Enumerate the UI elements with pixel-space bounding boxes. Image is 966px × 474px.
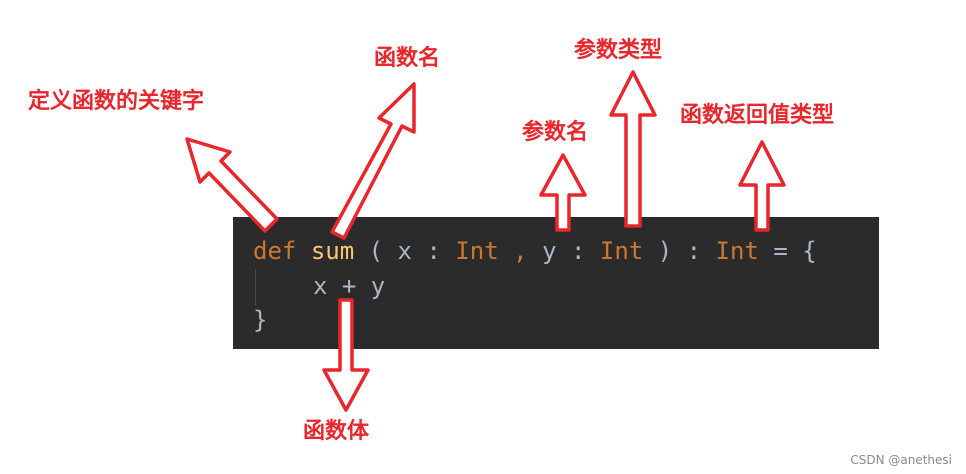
arrow-param-type bbox=[609, 70, 657, 228]
token-close-paren: ) bbox=[657, 237, 673, 265]
token-return-type: Int bbox=[715, 237, 759, 265]
label-param-type: 参数类型 bbox=[574, 38, 663, 63]
token-colon: : bbox=[686, 237, 702, 265]
token-equals: = bbox=[773, 237, 788, 265]
label-function-name: 函数名 bbox=[374, 46, 441, 71]
token-param-y: y bbox=[542, 237, 557, 265]
token-open-paren: ( bbox=[368, 237, 384, 265]
token-param-type-y: Int bbox=[599, 237, 644, 265]
arrow-function-name bbox=[330, 82, 416, 240]
label-param-name: 参数名 bbox=[522, 120, 589, 145]
token-colon: : bbox=[570, 237, 586, 265]
token-colon: : bbox=[426, 237, 441, 265]
label-define-keyword: 定义函数的关键字 bbox=[28, 89, 205, 114]
token-def: def bbox=[253, 237, 297, 265]
token-function-name: sum bbox=[310, 237, 355, 265]
label-return-type: 函数返回值类型 bbox=[680, 103, 835, 128]
indent-guide bbox=[255, 269, 256, 305]
code-line-signature: def sum ( x : Int , y : Int ) : Int = { bbox=[253, 236, 817, 266]
label-function-body: 函数体 bbox=[303, 419, 370, 444]
token-comma: , bbox=[513, 237, 528, 265]
code-block: def sum ( x : Int , y : Int ) : Int = { … bbox=[233, 217, 879, 349]
token-param-type-x: Int bbox=[455, 237, 499, 265]
watermark: CSDN @anethesi bbox=[850, 453, 952, 467]
code-line-close: } bbox=[253, 306, 268, 334]
token-param-x: x bbox=[397, 237, 412, 265]
token-open-brace: { bbox=[802, 237, 817, 265]
code-line-body: x + y bbox=[313, 272, 386, 300]
